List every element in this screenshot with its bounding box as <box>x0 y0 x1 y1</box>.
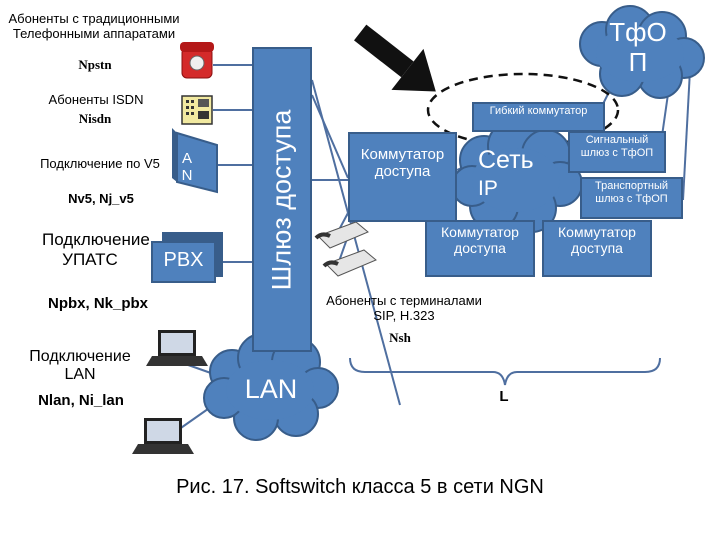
access-gateway: Шлюз доступа <box>252 47 312 352</box>
transport-pstn-link <box>682 69 691 201</box>
laptop-icon <box>146 330 208 366</box>
access-switch-3: Коммутатор доступа <box>542 220 652 277</box>
pbx-count-label: Npbx, Nk_pbx <box>47 295 149 312</box>
softswitch-label: Гибкий коммутатор <box>489 105 588 117</box>
ip-phone-icon <box>322 249 377 277</box>
transport-gateway-label: Транспортный шлюз с ТфОП <box>594 180 669 206</box>
ip-network-label: Сеть IP <box>478 146 554 201</box>
access-switch-main-label: Коммутатор доступа <box>360 146 445 180</box>
ip-network-label-line2: IP <box>478 176 498 200</box>
access-switch-2-label: Коммутатор доступа <box>441 224 519 256</box>
pstn-label-line1: ТфО <box>609 17 667 47</box>
v5-count-label: Nv5, Nj_v5 <box>68 191 134 206</box>
softswitch: Гибкий коммутатор <box>472 102 605 132</box>
arrow-icon <box>354 24 436 92</box>
sh-count-label: Nsh <box>389 330 411 345</box>
sip-subscribers-label: Абоненты с терминалами SIP, H.323 <box>326 293 482 323</box>
transport-gateway: Транспортный шлюз с ТфОП <box>580 177 683 219</box>
access-switch-3-label: Коммутатор доступа <box>558 224 636 256</box>
isdn-count-label: Nisdn <box>78 111 112 126</box>
l-label: L <box>499 388 509 405</box>
red-phone-icon <box>180 42 214 79</box>
an-node <box>172 128 218 194</box>
an-label: A N <box>178 150 196 185</box>
an-label-line1: A <box>181 150 192 167</box>
pstn-subscribers-label: Абоненты с традиционными Телефонными апп… <box>8 11 180 41</box>
ip-phone-icon <box>314 221 369 249</box>
signaling-gateway: Сигнальный шлюз с ТфОП <box>568 131 666 173</box>
lan-count-label: Nlan, Ni_lan <box>38 392 124 409</box>
lan-label: LAN <box>244 374 298 404</box>
isdn-terminal-icon <box>181 95 213 125</box>
pstn-cloud <box>579 5 705 99</box>
pbx-label: PBX <box>163 249 204 271</box>
signaling-gateway-label: Сигнальный шлюз с ТфОП <box>580 134 654 160</box>
pbx-connection-label: Подключение УПАТС <box>42 230 150 269</box>
access-switch-main: Коммутатор доступа <box>348 132 457 222</box>
access-gateway-label: Шлюз доступа <box>266 109 297 290</box>
pbx-node <box>151 232 223 283</box>
gateway-lan-link <box>311 79 401 406</box>
pstn-label: ТфО П <box>600 17 676 78</box>
ip-network-label-line1: Сеть <box>478 146 534 174</box>
brace-l <box>349 357 661 386</box>
an-label-line2: N <box>181 167 193 185</box>
gateway-switch-link <box>311 94 349 179</box>
v5-connection-label: Подключение по V5 <box>40 156 160 171</box>
lan-connection-label: Подключение LAN <box>29 348 131 384</box>
isdn-subscribers-label: Абоненты ISDN <box>48 92 144 107</box>
laptop-icon <box>132 418 194 454</box>
access-switch-2: Коммутатор доступа <box>425 220 535 277</box>
figure-caption: Рис. 17. Softswitch класса 5 в сети NGN <box>176 476 544 498</box>
pstn-count-label: Npstn <box>78 57 112 72</box>
pstn-label-line2: П <box>628 46 648 77</box>
